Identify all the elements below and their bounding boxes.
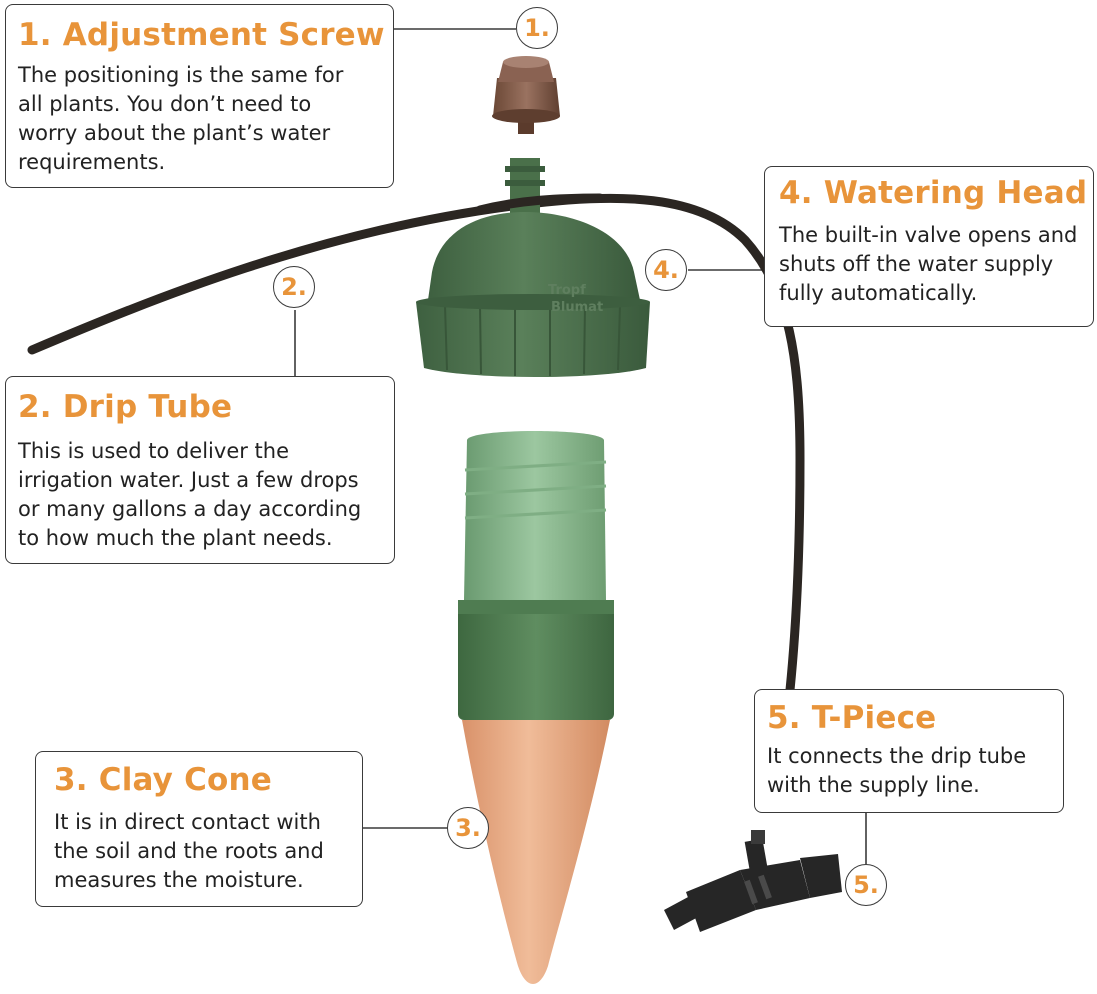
callout-description: The positioning is the same for all plan… xyxy=(18,63,344,174)
clay-cone-assembly xyxy=(458,431,614,984)
callout-clay-cone: 3. Clay Cone It is in direct contact wit… xyxy=(35,751,363,907)
t-piece xyxy=(664,830,842,932)
callout-watering-head: 4. Watering Head The built-in valve open… xyxy=(764,166,1094,327)
callout-description: It connects the drip tube with the suppl… xyxy=(767,744,1027,797)
badge-5: 5. xyxy=(845,864,887,906)
adjustment-screw xyxy=(492,56,560,134)
callout-description: This is used to deliver the irrigation w… xyxy=(18,439,362,550)
badge-4: 4. xyxy=(645,249,687,291)
callout-title: 5. T-Piece xyxy=(767,700,937,736)
callout-title: 4. Watering Head xyxy=(779,175,1088,211)
callout-description: The built-in valve opens and shuts off t… xyxy=(779,223,1078,305)
badge-2: 2. xyxy=(273,266,315,308)
callout-adjustment-screw: 1. Adjustment Screw The positioning is t… xyxy=(5,4,394,188)
callout-description: It is in direct contact with the soil an… xyxy=(54,810,324,892)
logo-line-2: Blumat xyxy=(551,300,603,315)
badge-3: 3. xyxy=(447,807,489,849)
logo-line-1: Tropf xyxy=(548,283,586,298)
callout-title: 1. Adjustment Screw xyxy=(18,17,385,53)
callout-t-piece: 5. T-Piece It connects the drip tube wit… xyxy=(754,689,1064,813)
drip-tube xyxy=(27,193,805,695)
leader-lines xyxy=(294,28,867,864)
callout-drip-tube: 2. Drip Tube This is used to deliver the… xyxy=(5,376,395,564)
watering-head: Tropf Blumat xyxy=(416,158,650,377)
callout-title: 3. Clay Cone xyxy=(54,762,273,798)
badge-1: 1. xyxy=(516,7,558,49)
callout-title: 2. Drip Tube xyxy=(18,389,233,425)
